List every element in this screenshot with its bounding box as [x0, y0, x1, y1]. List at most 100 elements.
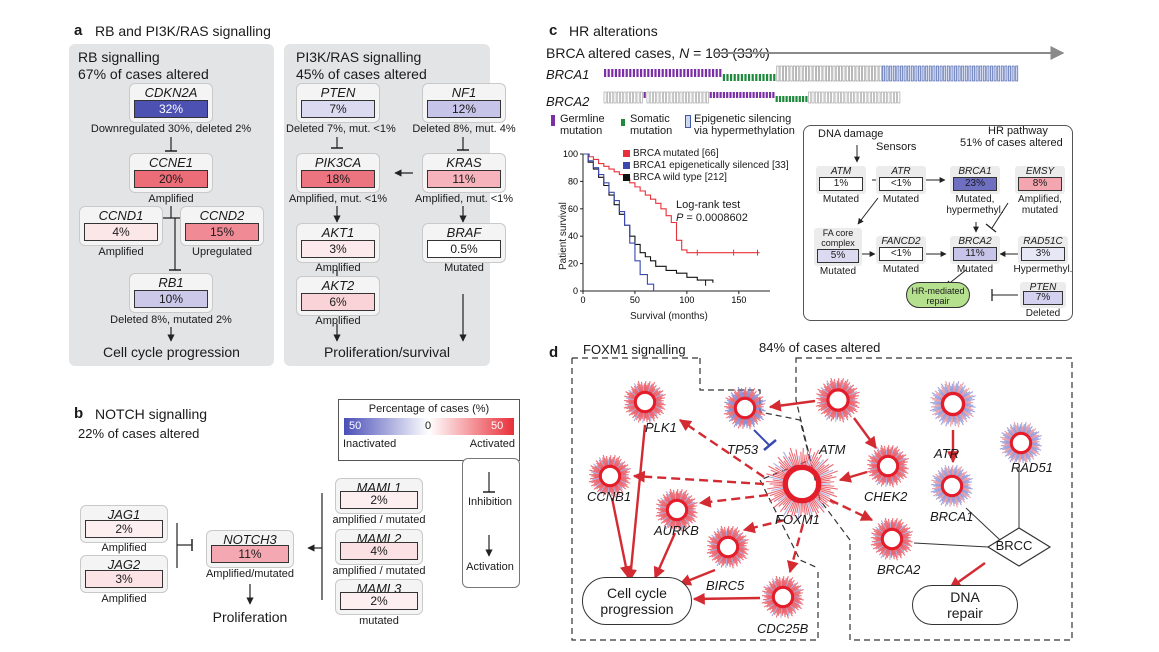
brca1-empty-tick [783, 65, 786, 82]
track-label-brca2: BRCA2 [546, 94, 590, 109]
hr-node-atm: ATM 1% [816, 166, 866, 194]
pi3k-outcome: Proliferation/survival [323, 344, 451, 360]
brca2-somatic-tick [798, 96, 801, 102]
notch-outcome: Proliferation [212, 609, 288, 625]
pct-box: 3% [1021, 247, 1065, 261]
panel-a-title: RB and PI3K/RAS signalling [95, 23, 271, 39]
pi3k-title: PI3K/RAS signalling [296, 49, 422, 65]
edge-atm-chek2 [853, 417, 877, 449]
brca-header-n: N [679, 45, 690, 61]
gene-node-akt2: AKT2 6% [297, 277, 379, 315]
brca2-empty-tick [821, 91, 825, 104]
brca1-germline-tick [694, 69, 697, 77]
hr-node-brca1: BRCA1 23% [950, 166, 1000, 194]
pct-box: 8% [1018, 177, 1062, 191]
burst-foxm1 [765, 447, 838, 522]
burst-birc5 [706, 525, 749, 569]
km-xtick-label: 100 [679, 295, 694, 305]
pct-box: 32% [134, 100, 208, 118]
brca1-empty-tick [872, 65, 876, 82]
brca1-epigenetic-tick [1011, 65, 1015, 82]
km-legend-mutated: BRCA mutated [66] [633, 148, 719, 159]
hr-sensors: Sensors [876, 141, 917, 153]
brca1-epigenetic-tick [1000, 65, 1004, 82]
burst-plk1 [623, 380, 666, 424]
panel-d-title: FOXM1 signalling [583, 342, 686, 357]
brca1-epigenetic-tick [885, 65, 889, 82]
jag2-annotation: Amplified [101, 593, 147, 605]
brca1-germline-tick [658, 69, 661, 77]
hr-node-pten: PTEN 7% [1020, 282, 1066, 308]
kras-annotation: Amplified, mut. <1% [414, 193, 514, 205]
brca1-germline-tick [715, 69, 718, 77]
gene-name: CDKN2A [144, 85, 198, 100]
km-curve-mutated [583, 153, 760, 254]
brca1-epigenetic-tick [943, 65, 947, 82]
km-test-pvalue: = 0.0008602 [683, 212, 748, 224]
pct-box: 5% [817, 249, 859, 263]
pct-box: 12% [427, 100, 501, 118]
brca1-annotation: Mutated, hypermethyl. [946, 194, 1004, 216]
brca1-somatic-tick [722, 74, 725, 81]
gene-node-maml1: MAML1 2% [336, 479, 422, 513]
atm-annotation: Mutated [822, 194, 860, 205]
km-xlabel: Survival (months) [630, 311, 708, 322]
brca1-somatic-tick [726, 74, 729, 81]
gene-label-rad51: RAD51 [1011, 460, 1053, 475]
brca1-somatic-tick [751, 74, 754, 81]
brca2-empty-tick [666, 91, 670, 104]
pct-box: 15% [185, 223, 259, 241]
gene-name: JAG2 [107, 557, 141, 572]
brca2-empty-tick [880, 91, 884, 104]
burst-brca2 [870, 517, 913, 561]
brca2-empty-tick [847, 91, 851, 104]
brca1-germline-tick [640, 69, 643, 77]
gene-node-jag2: JAG2 3% [81, 556, 167, 592]
brca2-empty-tick [811, 91, 815, 104]
brca1-germline-tick [622, 69, 625, 77]
edge-tp53-foxm1 [753, 429, 771, 447]
brca2-empty-tick [897, 91, 901, 104]
gene-node-akt1: AKT1 3% [297, 224, 379, 262]
brca1-empty-tick [799, 65, 803, 82]
hr-title: HR pathway [988, 125, 1048, 137]
brca2-germline-tick [729, 92, 732, 98]
brca1-somatic-tick [733, 74, 736, 81]
brca1-epigenetic-tick [910, 65, 914, 82]
brca2-empty-tick [696, 91, 699, 104]
gene-name: CCNE1 [148, 155, 194, 170]
brca1-empty-tick [868, 65, 872, 82]
brca2-germline-tick [726, 92, 729, 98]
gene-name: CCND2 [199, 208, 245, 223]
edge-ccnb1-cellcycle [610, 497, 632, 579]
brca2-empty-tick [636, 91, 640, 104]
brca1-empty-tick [842, 65, 846, 82]
brca1-somatic-tick [773, 74, 776, 81]
brca2-empty-tick [867, 91, 871, 104]
pct-box: 1% [819, 177, 863, 191]
brca1-somatic-tick [769, 74, 772, 81]
edge-foxm1-birc5 [742, 518, 786, 534]
maml3-annotation: mutated [359, 615, 399, 627]
brca2-empty-tick [669, 91, 673, 104]
brca1-germline-tick [712, 69, 715, 77]
akt1-annotation: Amplified [315, 262, 361, 274]
km-xtick-label: 50 [630, 295, 640, 305]
brca2-empty-tick [705, 91, 709, 104]
gene-node-notch3: NOTCH3 11% [207, 531, 293, 567]
brca1-epigenetic-tick [979, 65, 983, 82]
brca2-somatic-tick [805, 96, 808, 102]
brca2-germline-tick [769, 92, 772, 98]
brca2-empty-tick [649, 91, 653, 104]
gene-name: NOTCH3 [223, 532, 277, 547]
brca1-epigenetic-tick [961, 65, 965, 82]
edge-brcc-dnarepair [949, 562, 986, 589]
brca2-germline-tick [759, 92, 762, 98]
panel-d-label: d [549, 344, 559, 361]
pct-box: 7% [301, 100, 375, 118]
pct-box: 2% [85, 520, 163, 538]
brca2-empty-tick [692, 91, 696, 104]
key-activation: Activation [466, 561, 514, 573]
brca2-somatic-tick [775, 96, 778, 102]
edge-foxm1-brca2 [829, 498, 874, 522]
